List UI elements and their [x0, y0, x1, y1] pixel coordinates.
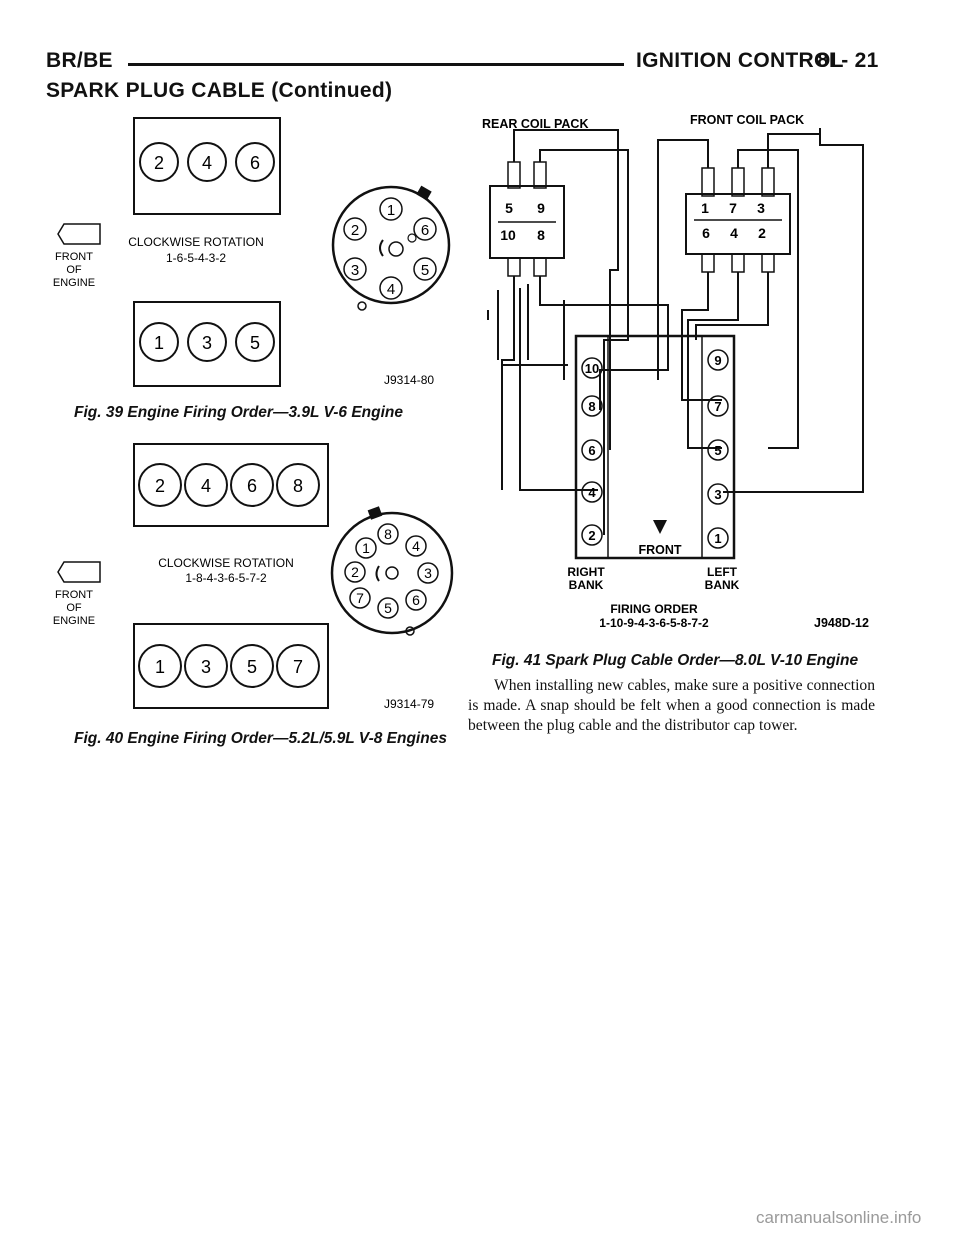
watermark: carmanualsonline.info	[756, 1208, 922, 1227]
svg-text:8: 8	[588, 399, 595, 414]
header-section: IGNITION CONTROL	[636, 49, 844, 72]
cylinder-label: 4	[202, 153, 212, 173]
svg-text:1: 1	[362, 540, 370, 556]
header-page-number: 8I - 21	[817, 49, 879, 72]
cylinder-label: 2	[154, 153, 164, 173]
svg-text:2: 2	[351, 564, 359, 580]
svg-text:10: 10	[585, 361, 599, 376]
svg-text:3: 3	[424, 565, 432, 581]
svg-text:5: 5	[384, 600, 392, 616]
svg-text:8: 8	[384, 526, 392, 542]
engine-block	[574, 334, 736, 560]
svg-text:4: 4	[387, 281, 395, 298]
svg-text:OF: OF	[66, 602, 82, 614]
svg-text:7: 7	[729, 200, 737, 216]
svg-text:3: 3	[202, 333, 212, 353]
svg-text:3: 3	[714, 487, 721, 502]
svg-text:2: 2	[351, 222, 359, 239]
svg-text:RIGHT: RIGHT	[567, 565, 605, 579]
svg-text:1: 1	[701, 200, 709, 216]
fig39-diagram: 2 4 6 FRONT OF ENGINE CLOCKWISE ROTATION…	[53, 117, 451, 387]
svg-text:1-8-4-3-6-5-7-2: 1-8-4-3-6-5-7-2	[185, 571, 267, 585]
svg-text:5: 5	[247, 657, 257, 677]
front-direction-icon	[653, 520, 667, 534]
right-bank-cylinders: 10 8 6 4 2	[581, 357, 603, 546]
svg-text:6: 6	[588, 443, 595, 458]
svg-text:7: 7	[356, 590, 364, 606]
svg-text:6: 6	[412, 592, 420, 608]
svg-text:3: 3	[351, 262, 359, 279]
header-model: BR/BE	[46, 49, 113, 72]
svg-text:J9314-79: J9314-79	[384, 697, 434, 711]
svg-text:9: 9	[537, 200, 545, 216]
fig39-top-bank: 2 4 6	[139, 142, 275, 182]
svg-text:7: 7	[714, 399, 721, 414]
svg-text:LEFT: LEFT	[707, 565, 738, 579]
firing-order: 1-6-5-4-3-2	[166, 251, 226, 265]
svg-text:1: 1	[714, 531, 721, 546]
svg-text:2: 2	[758, 225, 766, 241]
front-coil-pack-icon: 1 7 3 6 4 2	[685, 167, 791, 273]
svg-text:6: 6	[702, 225, 710, 241]
svg-text:BANK: BANK	[569, 578, 604, 592]
front-arrow-icon	[57, 223, 101, 245]
fig41-caption: Fig. 41 Spark Plug Cable Order—8.0L V-10…	[492, 652, 859, 669]
svg-text:2: 2	[155, 476, 165, 496]
fig39-bottom-bank: 1 3 5	[139, 322, 275, 362]
firing-order: 1-10-9-4-3-6-5-8-7-2	[599, 616, 709, 630]
figure-code: J948D-12	[814, 616, 869, 630]
svg-text:6: 6	[247, 476, 257, 496]
body-paragraph: When installing new cables, make sure a …	[468, 677, 875, 734]
svg-text:3: 3	[201, 657, 211, 677]
cylinder-label: 6	[250, 153, 260, 173]
svg-text:FRONT: FRONT	[638, 543, 681, 557]
plug-cables	[487, 128, 864, 535]
subheading: SPARK PLUG CABLE (Continued)	[46, 79, 393, 102]
svg-text:1: 1	[387, 202, 395, 219]
svg-text:4: 4	[412, 538, 420, 554]
svg-text:FRONT: FRONT	[55, 589, 93, 601]
svg-text:BANK: BANK	[705, 578, 740, 592]
svg-text:8: 8	[537, 227, 545, 243]
fig41-diagram: REAR COIL PACK FRONT COIL PACK 5 9 10 8 …	[482, 113, 869, 630]
svg-text:FRONT: FRONT	[55, 251, 93, 263]
svg-text:5: 5	[714, 443, 721, 458]
front-coil-label: FRONT COIL PACK	[690, 113, 804, 127]
svg-text:5: 5	[421, 262, 429, 279]
fig40-diagram: 2 4 6 8 FRONT OF ENGINE CLOCKWISE ROTATI…	[53, 443, 454, 711]
svg-text:7: 7	[293, 657, 303, 677]
svg-text:10: 10	[500, 227, 516, 243]
svg-text:ENGINE: ENGINE	[53, 615, 95, 627]
rear-coil-pack-icon: 5 9 10 8	[489, 161, 565, 277]
svg-text:4: 4	[730, 225, 738, 241]
svg-text:2: 2	[588, 528, 595, 543]
fig39-caption: Fig. 39 Engine Firing Order—3.9L V-6 Eng…	[74, 404, 404, 421]
fig40-caption: Fig. 40 Engine Firing Order—5.2L/5.9L V-…	[74, 730, 447, 747]
svg-text:6: 6	[421, 222, 429, 239]
svg-text:1: 1	[154, 333, 164, 353]
svg-text:ENGINE: ENGINE	[53, 277, 95, 289]
rear-coil-label: REAR COIL PACK	[482, 117, 589, 131]
svg-text:4: 4	[588, 485, 596, 500]
svg-text:3: 3	[757, 200, 765, 216]
svg-text:CLOCKWISE ROTATION: CLOCKWISE ROTATION	[158, 556, 294, 570]
left-bank-cylinders: 9 7 5 3 1	[707, 349, 729, 549]
svg-text:5: 5	[505, 200, 513, 216]
figure-code: J9314-80	[384, 373, 434, 387]
svg-text:5: 5	[250, 333, 260, 353]
svg-text:4: 4	[201, 476, 211, 496]
svg-text:8: 8	[293, 476, 303, 496]
svg-text:1: 1	[155, 657, 165, 677]
firing-order-label: FIRING ORDER	[610, 602, 698, 616]
distributor-cap-icon: 1 6 5 4 3 2	[331, 185, 451, 311]
rotation-label: CLOCKWISE ROTATION	[128, 235, 264, 249]
front-arrow-icon	[57, 561, 101, 583]
header-rule	[128, 63, 624, 66]
svg-text:OF: OF	[66, 264, 82, 276]
svg-text:9: 9	[714, 353, 721, 368]
distributor-cap-icon: 8 4 3 6 5 7 2 1	[330, 506, 454, 636]
